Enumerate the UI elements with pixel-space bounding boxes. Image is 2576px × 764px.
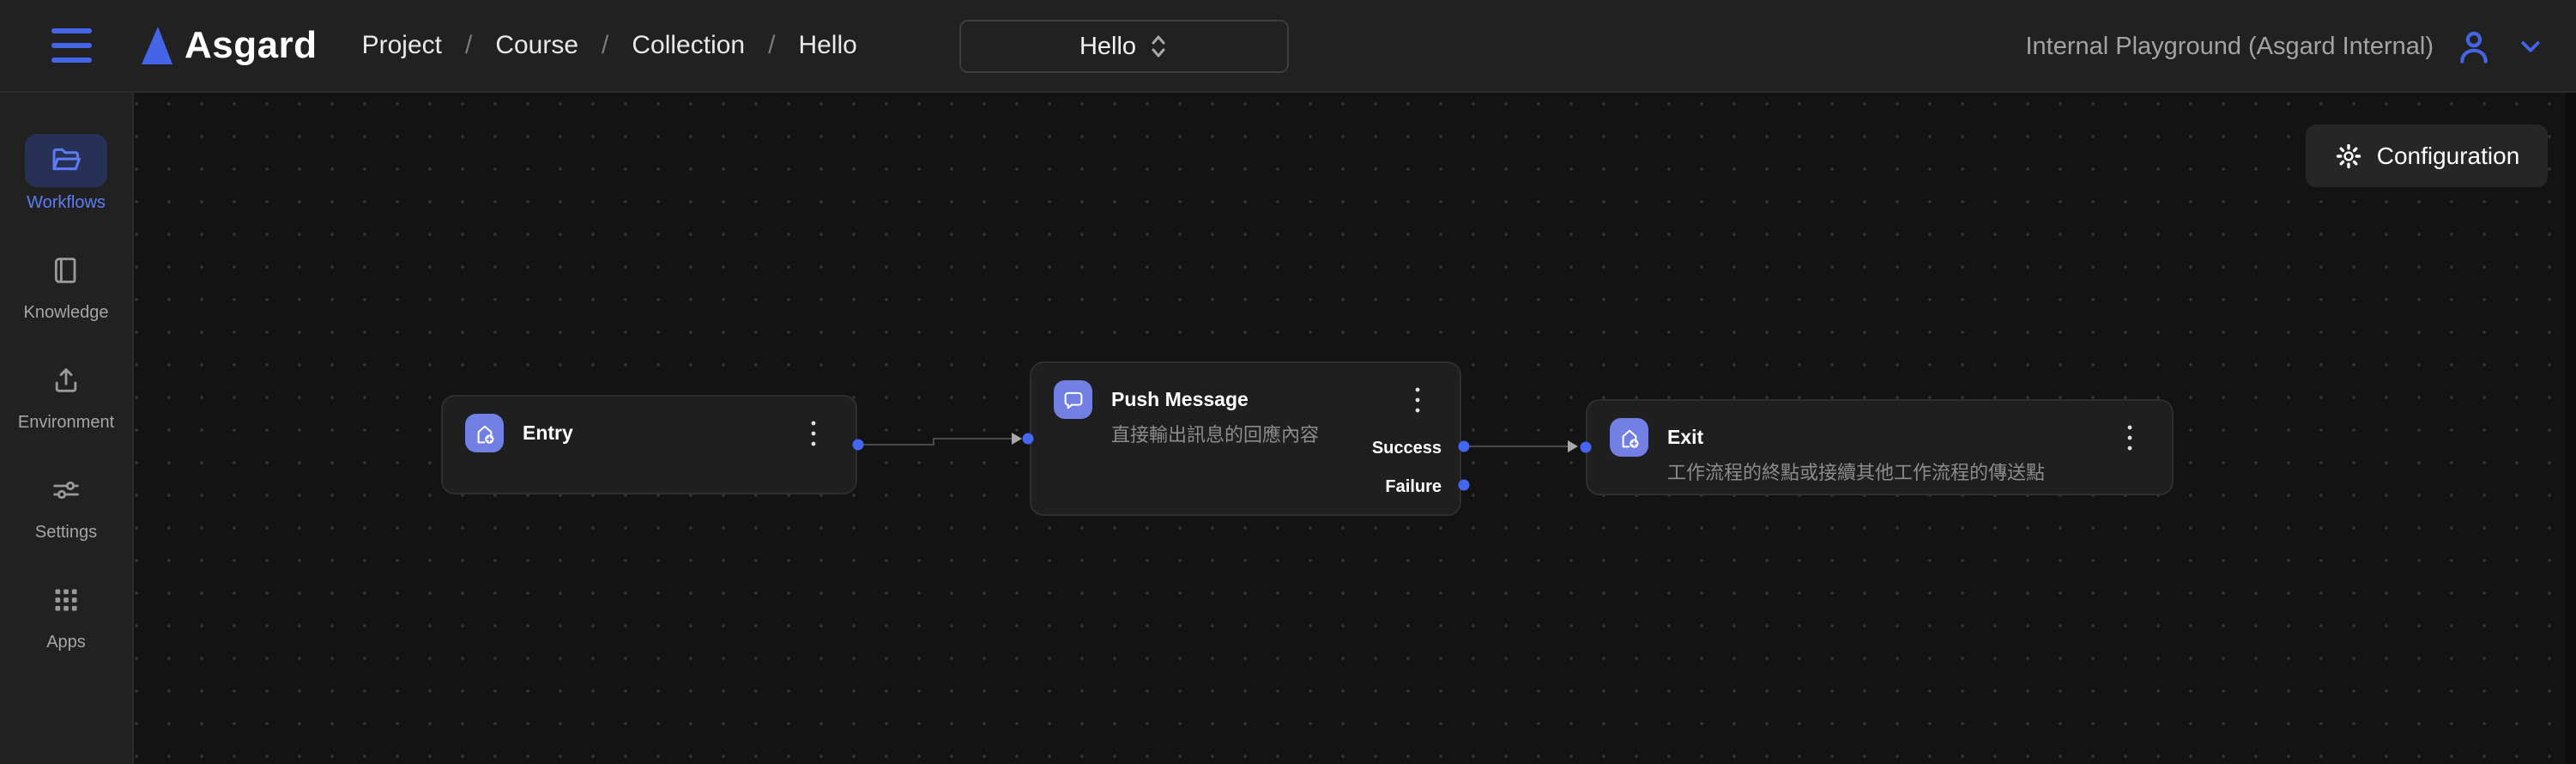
breadcrumb-course[interactable]: Course (495, 31, 579, 59)
node-title: Push Message (1111, 388, 1249, 410)
node-exit[interactable]: Exit 工作流程的終點或接續其他工作流程的傳送點 (1586, 399, 2174, 495)
sidebar-item-workflows[interactable]: Workflows (25, 134, 107, 213)
node-entry[interactable]: Entry (441, 395, 857, 494)
node-menu-kebab-icon[interactable] (802, 419, 825, 448)
gear-icon (2336, 143, 2361, 168)
hamburger-menu-button[interactable] (51, 28, 92, 63)
sidebar-item-label: Knowledge (23, 303, 109, 322)
sidebar-item-label: Workflows (27, 193, 106, 212)
node-menu-kebab-icon[interactable] (1406, 385, 1429, 415)
vertical-scrollbar[interactable] (2566, 93, 2576, 764)
push-message-success-output-port[interactable] (1458, 440, 1470, 452)
apps-grid-icon (55, 589, 77, 611)
push-message-failure-output-port[interactable] (1458, 479, 1470, 491)
chat-bubble-icon (1054, 380, 1092, 419)
sidebar-item-apps[interactable]: Apps (25, 573, 107, 652)
node-push-message[interactable]: Push Message 直接輸出訊息的回應內容 Success Failure (1030, 361, 1461, 516)
sidebar-item-settings[interactable]: Settings (25, 464, 107, 543)
edge-entry-to-push (858, 438, 1013, 446)
workflow-canvas[interactable]: Configuration Entry (134, 93, 2576, 764)
entry-output-port[interactable] (852, 439, 864, 451)
node-title: Exit (1667, 426, 1704, 448)
sidebar-item-knowledge[interactable]: Knowledge (23, 244, 109, 323)
port-label-success: Success (1371, 439, 1442, 458)
sidebar-item-label: Settings (34, 523, 98, 542)
breadcrumb-project[interactable]: Project (361, 31, 442, 59)
asgard-logo-icon (142, 27, 172, 64)
configuration-button-label: Configuration (2376, 142, 2520, 169)
configuration-button[interactable]: Configuration (2306, 124, 2548, 187)
node-title: Entry (523, 421, 573, 444)
node-subtitle: 工作流程的終點或接續其他工作流程的傳送點 (1667, 462, 2046, 483)
house-plus-icon (1610, 418, 1648, 457)
push-message-input-port[interactable] (1022, 433, 1034, 445)
breadcrumb-current: Hello (798, 31, 857, 59)
folder-icon (52, 148, 81, 171)
sidebar: Workflows Knowledge Environment (0, 93, 134, 764)
edge-arrow-icon (1568, 440, 1578, 452)
port-label-failure: Failure (1385, 477, 1442, 496)
exit-input-port[interactable] (1580, 441, 1592, 453)
workflow-selector[interactable]: Hello (959, 20, 1289, 73)
upload-icon (55, 368, 77, 392)
user-menu-chevron-icon[interactable] (2514, 30, 2547, 63)
breadcrumb-separator: / (464, 31, 473, 59)
breadcrumb-separator: / (602, 31, 609, 59)
sliders-icon (53, 481, 79, 500)
house-plus-icon (465, 414, 504, 452)
workspace-label: Internal Playground (Asgard Internal) (2025, 32, 2434, 60)
sidebar-item-environment[interactable]: Environment (18, 354, 114, 433)
edge-arrow-icon (1012, 433, 1022, 445)
person-icon (2460, 31, 2488, 64)
header: Asgard Project / Course / Collection / H… (0, 0, 2576, 93)
breadcrumb: Project / Course / Collection / Hello (362, 31, 857, 60)
breadcrumb-separator: / (768, 31, 776, 59)
node-subtitle: 直接輸出訊息的回應內容 (1111, 424, 1320, 446)
user-avatar-button[interactable] (2452, 25, 2495, 68)
book-icon (54, 258, 76, 283)
header-right: Internal Playground (Asgard Internal) (2025, 0, 2547, 93)
select-updown-icon (1152, 35, 1165, 58)
logo-text: Asgard (184, 24, 317, 66)
sidebar-item-label: Apps (46, 633, 86, 652)
breadcrumb-collection[interactable]: Collection (632, 31, 746, 59)
node-menu-kebab-icon[interactable] (2119, 423, 2141, 452)
sidebar-item-label: Environment (17, 413, 115, 432)
workflow-selector-value: Hello (1079, 32, 1137, 60)
